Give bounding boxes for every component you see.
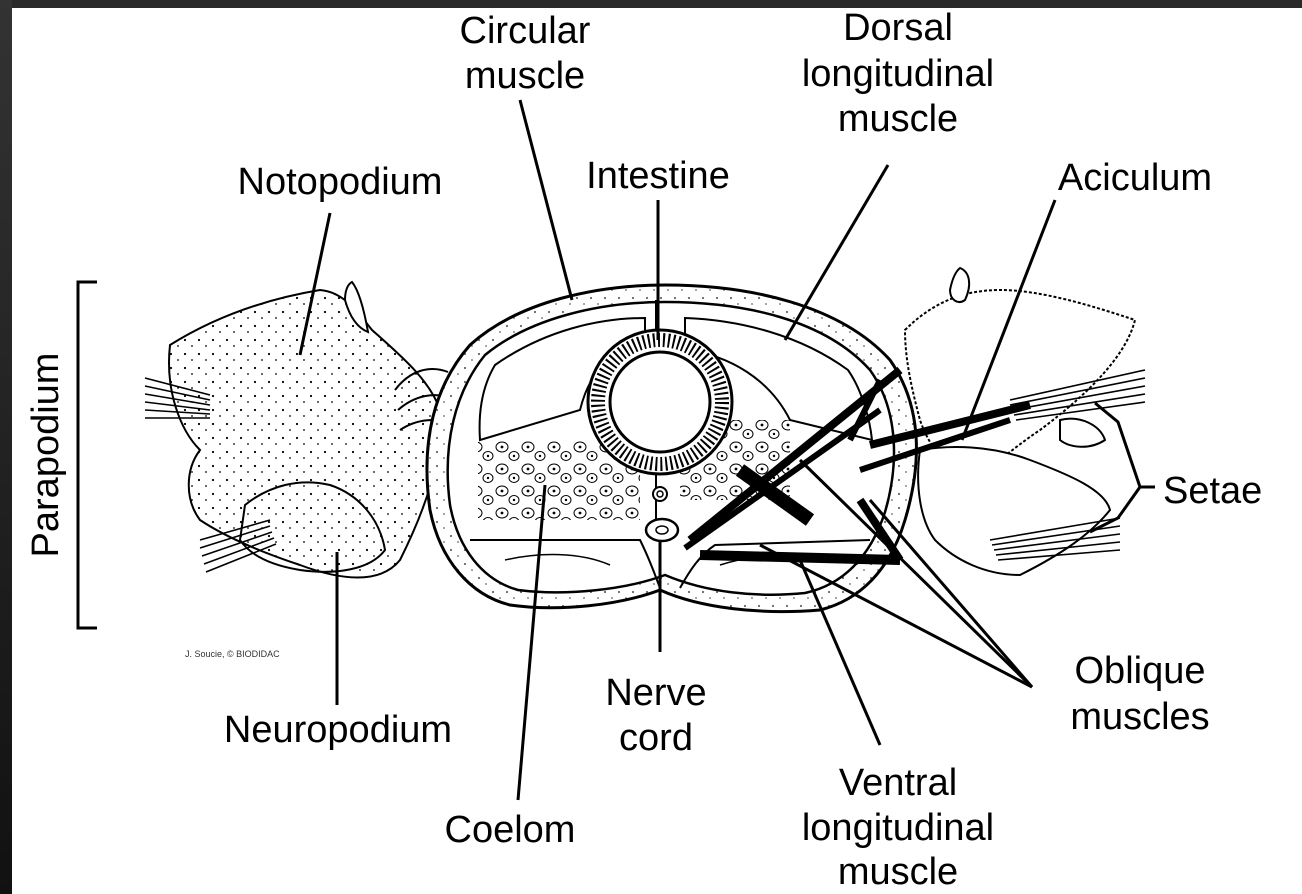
label-dorsal-line1: Dorsal	[843, 7, 953, 49]
label-coelom: Coelom	[445, 809, 576, 851]
parapodium-bracket	[78, 282, 97, 628]
label-notopodium: Notopodium	[238, 161, 443, 203]
label-oblique-line2: muscles	[1070, 696, 1209, 738]
label-nerve-line2: cord	[619, 717, 693, 759]
leader-circular-muscle	[520, 100, 572, 300]
label-parapodium: Parapodium	[25, 353, 67, 558]
label-oblique-line1: Oblique	[1075, 650, 1206, 692]
label-circular-muscle-line2: muscle	[465, 55, 585, 97]
label-ventral-line3: muscle	[838, 851, 958, 893]
right-cirrus-lower	[1060, 419, 1105, 447]
label-neuropodium: Neuropodium	[224, 709, 452, 751]
label-nerve-line1: Nerve	[605, 672, 706, 714]
label-ventral-line1: Ventral	[839, 762, 957, 804]
label-ventral-line2: longitudinal	[802, 807, 994, 849]
left-parapodium	[169, 282, 452, 578]
label-dorsal-line3: muscle	[838, 98, 958, 140]
leader-dorsal-longitudinal	[785, 165, 888, 340]
label-circular-muscle-line1: Circular	[460, 10, 591, 52]
label-intestine: Intestine	[586, 155, 730, 197]
nerve-cord	[646, 519, 678, 541]
right-neuropodium	[918, 447, 1110, 575]
label-aciculum: Aciculum	[1058, 157, 1212, 199]
label-setae: Setae	[1163, 470, 1262, 512]
credit-text: J. Soucie, © BIODIDAC	[185, 649, 280, 659]
label-dorsal-line2: longitudinal	[802, 53, 994, 95]
